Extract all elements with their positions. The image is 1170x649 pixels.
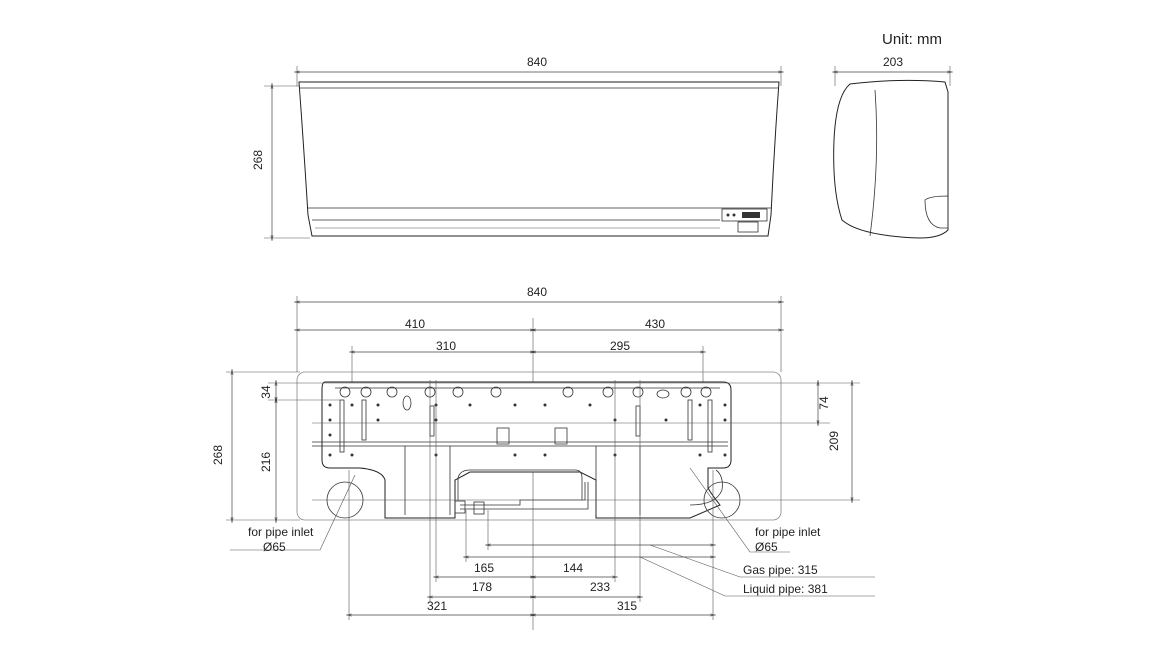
rear-plate-view: 840 410 430 310 295 — [211, 285, 875, 630]
left-inlet-diameter: Ø65 — [263, 540, 286, 554]
plate-height-label: 268 — [211, 445, 225, 465]
indoor-unit-front-body — [298, 81, 780, 237]
dim-165-label: 165 — [474, 561, 494, 575]
right-height-label: 209 — [827, 431, 841, 451]
display-panel — [721, 208, 768, 222]
screw-holes — [328, 403, 727, 457]
right-offset-label: 430 — [645, 317, 665, 331]
right-inlet-diameter: Ø65 — [755, 540, 778, 554]
dim-144-label: 144 — [563, 561, 583, 575]
unit-outline — [296, 371, 782, 521]
dim-178-label: 178 — [472, 580, 492, 594]
plate-width-label: 840 — [527, 285, 547, 299]
left-offset-label: 410 — [405, 317, 425, 331]
front-height-label: 268 — [251, 150, 265, 170]
liquid-pipe-label: Liquid pipe: 381 — [743, 582, 828, 596]
dim-315-label: 315 — [617, 599, 637, 613]
right-top-label: 74 — [817, 396, 831, 410]
front-width-label: 840 — [527, 55, 547, 69]
lower-height-label: 216 — [259, 452, 273, 472]
inner-left-label: 310 — [436, 339, 456, 353]
inner-right-label: 295 — [610, 339, 630, 353]
indoor-unit-side-body — [833, 79, 949, 239]
front-view: 840 268 — [251, 55, 781, 238]
side-view: 203 — [833, 55, 950, 239]
side-depth-label: 203 — [883, 55, 903, 69]
dim-233-label: 233 — [590, 580, 610, 594]
gas-pipe-label: Gas pipe: 315 — [743, 563, 818, 577]
unit-label: Unit: mm — [882, 31, 942, 48]
installation-plate — [321, 381, 732, 519]
top-offset-label: 34 — [259, 385, 273, 399]
right-inlet-text: for pipe inlet — [755, 525, 821, 539]
left-inlet-text: for pipe inlet — [248, 525, 314, 539]
dim-321-label: 321 — [427, 599, 447, 613]
